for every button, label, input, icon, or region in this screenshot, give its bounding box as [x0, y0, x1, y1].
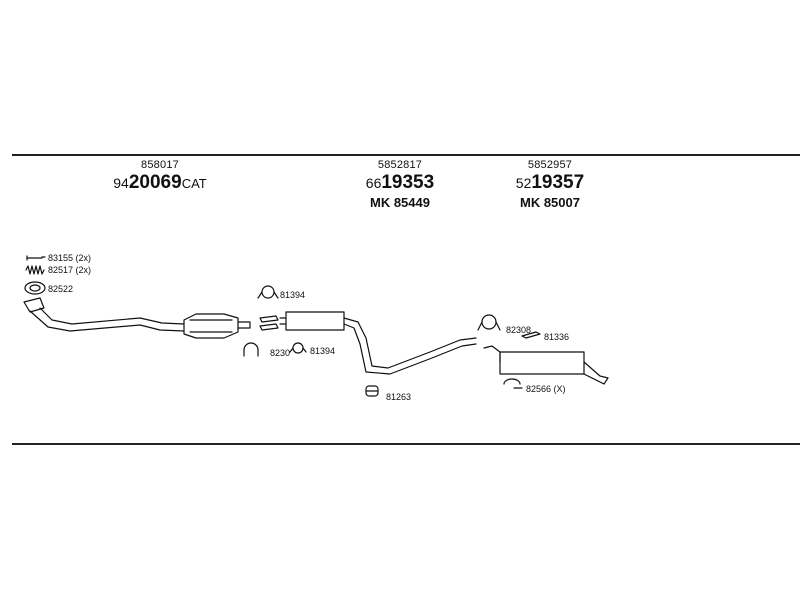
group-part-number: 6619353	[340, 172, 460, 195]
part-number-main: 19357	[531, 172, 585, 193]
part-label-81394-bottom: 81394	[310, 346, 335, 356]
part-number-suffix: CAT	[181, 176, 207, 191]
rubber-mount-icon	[289, 342, 307, 354]
rear-bolt-icon	[521, 331, 541, 339]
group-mk-number: MK 85007	[520, 195, 580, 210]
group-mk-number: MK 85449	[370, 195, 430, 210]
spring-icon	[25, 265, 45, 275]
part-label-81394-top: 81394	[280, 290, 305, 300]
gasket-icon	[24, 281, 46, 295]
bolt-icon	[26, 255, 46, 261]
catalytic-converter	[183, 313, 251, 339]
part-number-prefix: 66	[365, 175, 382, 191]
part-number-prefix: 52	[515, 175, 532, 191]
clamp-icon	[257, 285, 279, 299]
part-label-82308: 82308	[506, 325, 531, 335]
front-pipe	[23, 297, 185, 332]
part-number-main: 19353	[381, 172, 435, 193]
part-label-82517: 82517 (2x)	[48, 265, 91, 275]
part-group-middle-silencer: 5852817 6619353 MK 85449	[340, 158, 460, 211]
group-part-number: 9420069CAT	[100, 172, 220, 195]
group-part-number: 5219357	[490, 172, 610, 195]
part-label-8230-left: 8230	[270, 348, 290, 358]
group-ref-number: 5852957	[527, 159, 573, 171]
part-label-82566: 82566 (X)	[526, 384, 566, 394]
rear-clamp-icon	[477, 314, 501, 331]
middle-pipe	[343, 317, 477, 375]
group-ref-number: 5852817	[377, 159, 423, 171]
group-ref-number: 858017	[141, 159, 179, 171]
rear-silencer	[483, 345, 609, 385]
part-label-81336: 81336	[544, 332, 569, 342]
part-group-catalytic-front: 858017 9420069CAT	[100, 158, 220, 195]
part-number-main: 20069	[128, 172, 182, 193]
part-number-prefix: 94	[113, 175, 129, 191]
part-label-81263: 81263	[386, 392, 411, 402]
part-label-83155: 83155 (2x)	[48, 253, 91, 263]
rear-gasket-icon	[503, 378, 523, 389]
top-divider-line	[12, 154, 800, 156]
hanger-icon	[365, 385, 379, 397]
part-group-rear-silencer: 5852957 5219357 MK 85007	[490, 158, 610, 211]
middle-silencer	[279, 311, 345, 331]
flange-gasket-icon	[259, 315, 279, 331]
bottom-divider-line	[12, 443, 800, 445]
u-clamp-icon	[243, 342, 259, 357]
part-label-82522: 82522	[48, 284, 73, 294]
